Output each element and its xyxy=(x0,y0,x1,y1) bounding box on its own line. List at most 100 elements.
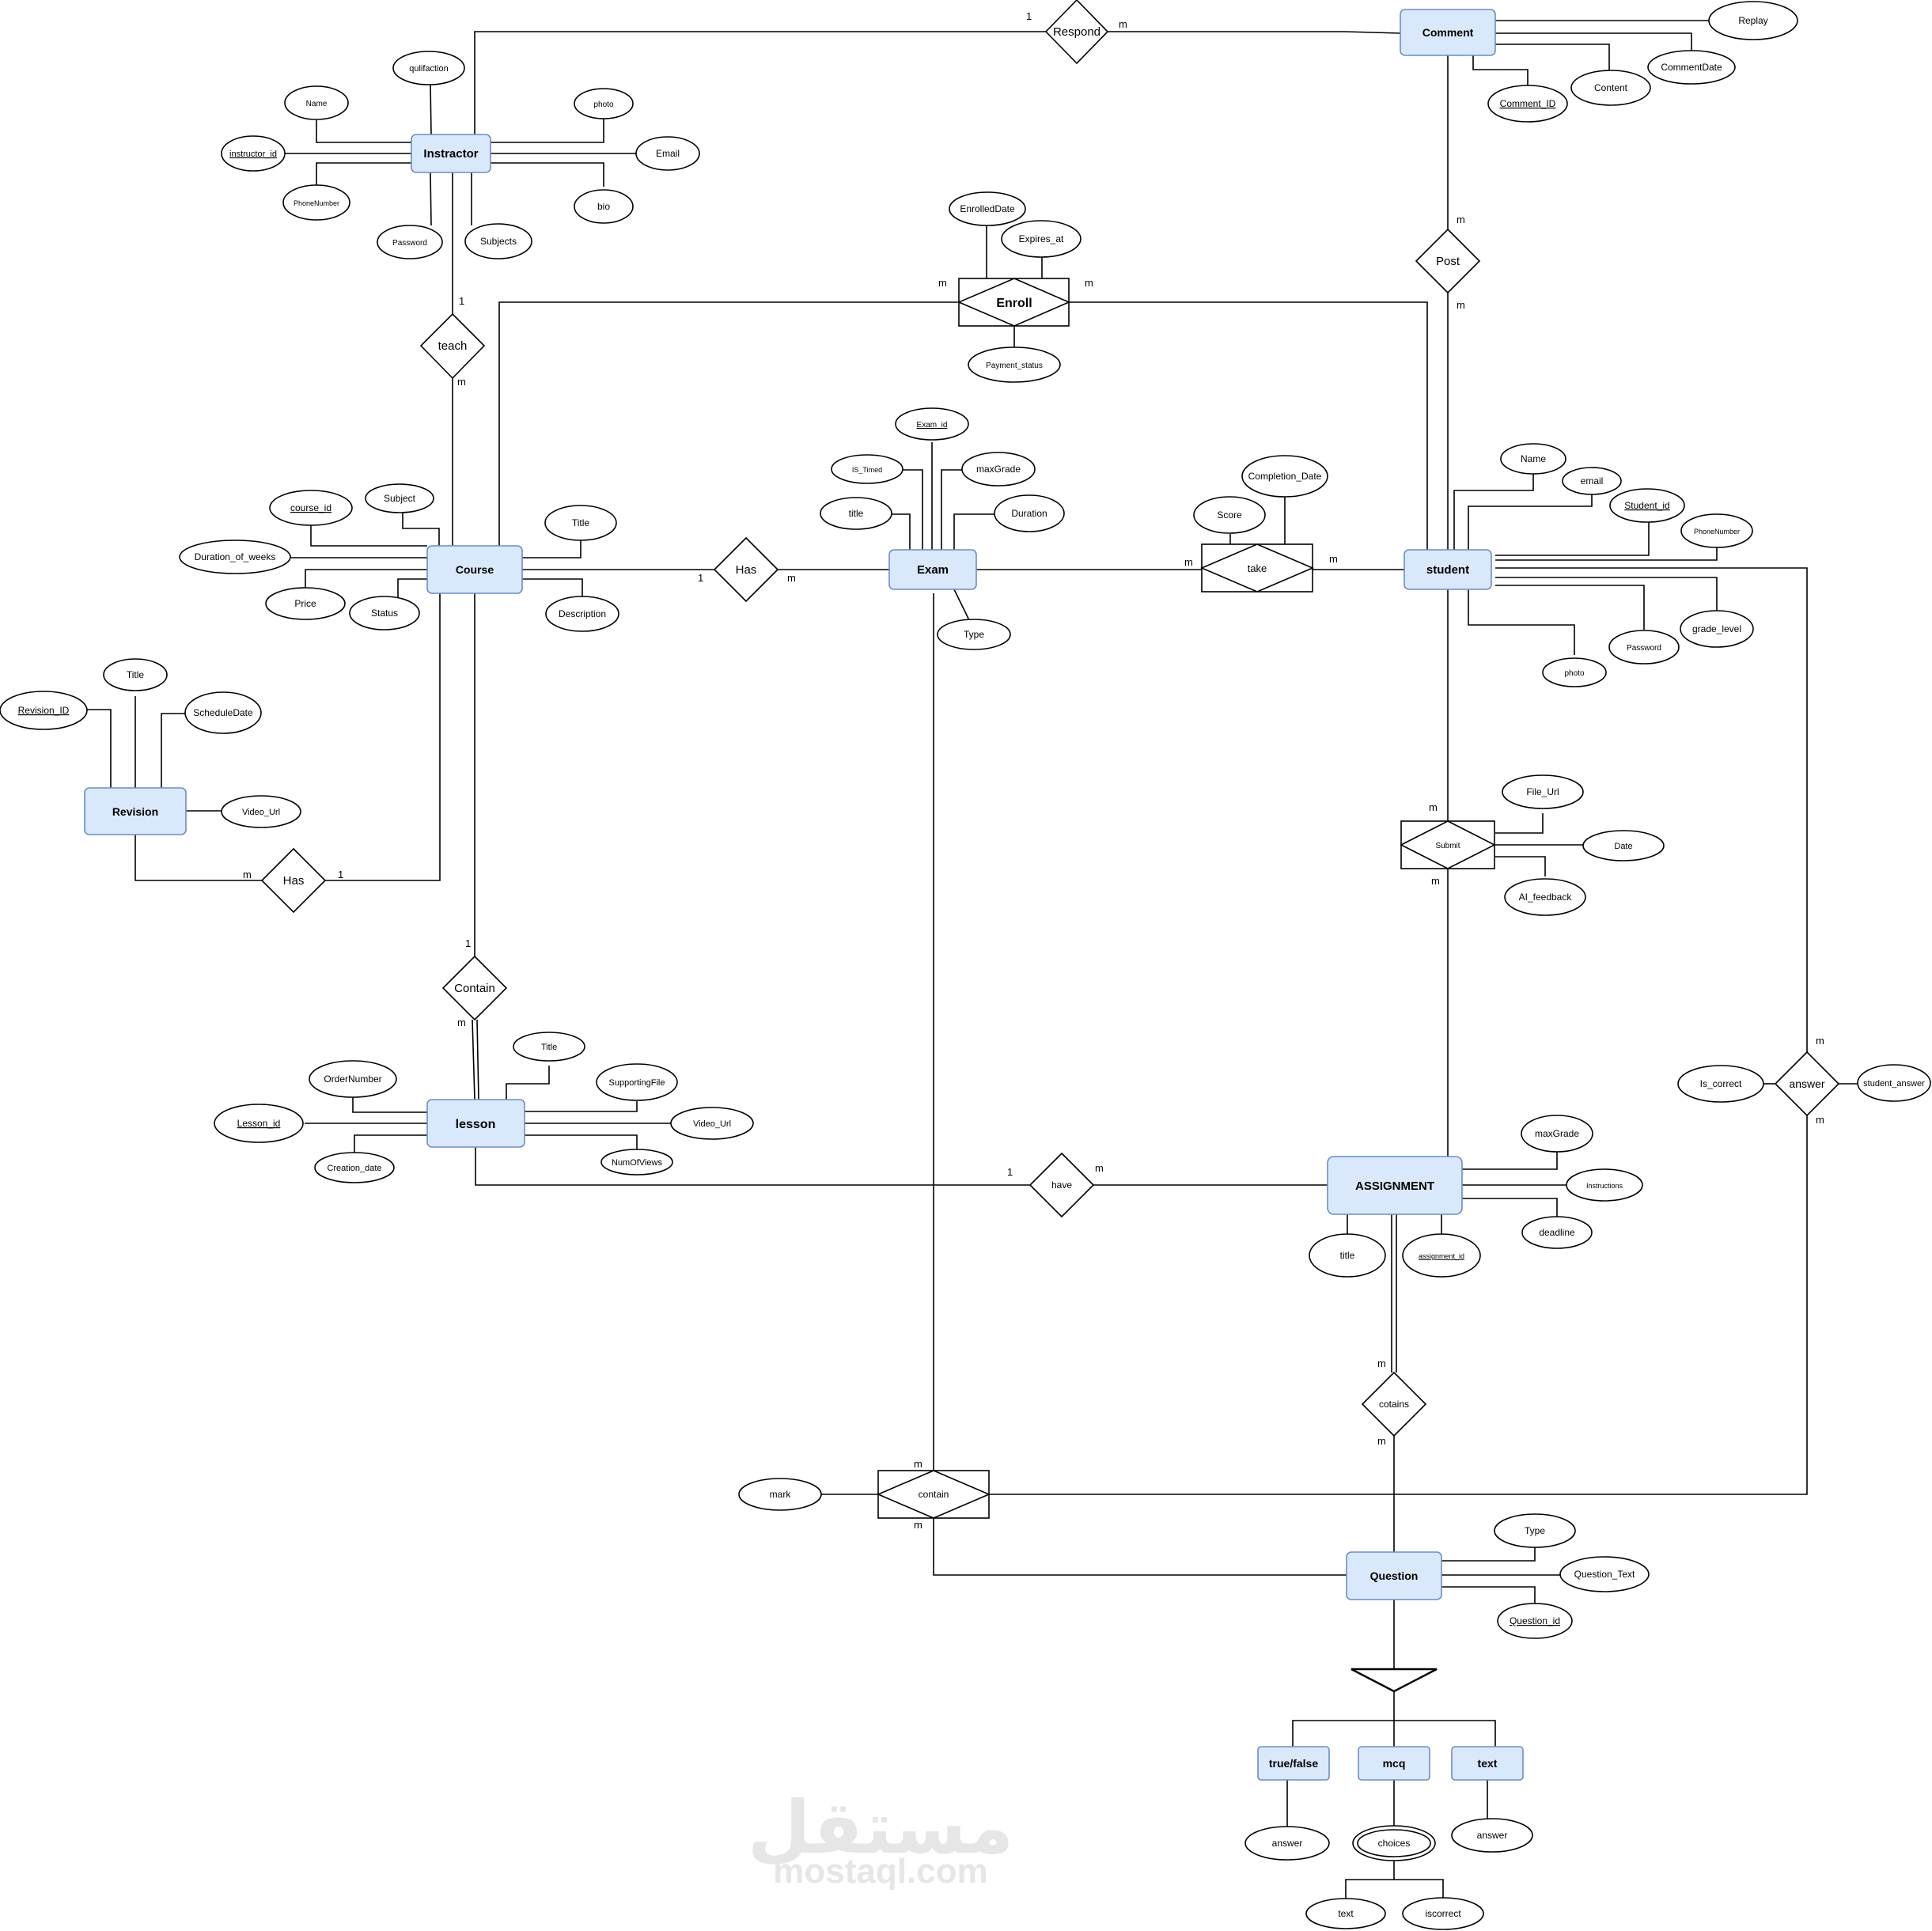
isa-triangle xyxy=(1351,1668,1438,1693)
entity-lesson[interactable]: lesson xyxy=(426,1099,525,1148)
entity-question[interactable]: Question xyxy=(1346,1551,1442,1600)
entity-truefalse[interactable]: true/false xyxy=(1257,1746,1330,1781)
attr-course-title: Title xyxy=(544,505,617,541)
svg-text:student_answer: student_answer xyxy=(1863,1079,1925,1089)
svg-text:Expires_at: Expires_at xyxy=(1019,233,1064,244)
card-enroll-course: m xyxy=(938,277,947,289)
attr-comment-id: Comment_ID xyxy=(1487,85,1568,123)
watermark-latin: mostaql.com xyxy=(773,1852,987,1891)
relationship-respond: Respond xyxy=(1044,0,1109,65)
card-respond-comment: m xyxy=(1119,18,1127,30)
attr-instructor-bio: bio xyxy=(574,189,634,224)
card-has-course: 1 xyxy=(698,572,703,584)
svg-text:CommentDate: CommentDate xyxy=(1661,62,1722,73)
svg-text:Revision_ID: Revision_ID xyxy=(18,705,70,716)
attr-lesson-supporting-file: SupportingFile xyxy=(596,1063,678,1101)
svg-text:Instractor: Instractor xyxy=(423,147,478,161)
attr-mcq-choices: choices xyxy=(1352,1825,1436,1861)
svg-text:contain: contain xyxy=(919,1489,949,1500)
svg-text:Type: Type xyxy=(1525,1525,1545,1536)
entity-course[interactable]: Course xyxy=(426,545,523,594)
svg-text:SupportingFile: SupportingFile xyxy=(609,1078,665,1088)
card-submit-assignment: m xyxy=(1431,875,1440,887)
svg-text:text: text xyxy=(1338,1908,1354,1919)
relationship-has-revision: Has xyxy=(260,847,327,914)
card-post-comment: m xyxy=(1457,214,1465,225)
svg-text:qulifaction: qulifaction xyxy=(409,64,449,74)
relationship-enroll: Enroll xyxy=(957,278,1071,327)
svg-text:answer: answer xyxy=(1272,1838,1303,1849)
svg-text:Price: Price xyxy=(294,598,316,609)
attr-question-text: Question_Text xyxy=(1559,1556,1650,1592)
svg-text:photo: photo xyxy=(1564,669,1584,678)
svg-text:title: title xyxy=(849,508,864,519)
svg-text:Lesson_id: Lesson_id xyxy=(237,1118,281,1129)
svg-text:PhoneNumber: PhoneNumber xyxy=(1694,528,1740,536)
attr-course-status: Status xyxy=(349,596,420,630)
attr-instructor-phone: PhoneNumber xyxy=(282,184,350,221)
attr-instructor-password: Password xyxy=(377,225,443,259)
svg-text:ASSIGNMENT: ASSIGNMENT xyxy=(1355,1179,1434,1193)
entity-revision[interactable]: Revision xyxy=(84,787,187,835)
svg-text:PhoneNumber: PhoneNumber xyxy=(294,199,339,207)
entity-instructor[interactable]: Instractor xyxy=(411,134,491,173)
attr-student-phone: PhoneNumber xyxy=(1680,513,1753,548)
entity-text[interactable]: text xyxy=(1451,1746,1524,1781)
svg-text:true/false: true/false xyxy=(1269,1757,1318,1770)
attr-revision-id: Revision_ID xyxy=(0,691,88,730)
svg-text:Status: Status xyxy=(371,608,398,619)
svg-text:deadline: deadline xyxy=(1539,1227,1575,1238)
attr-take-completion-date: Completion_Date xyxy=(1241,455,1328,498)
svg-text:Contain: Contain xyxy=(454,982,495,995)
svg-text:Duration: Duration xyxy=(1011,508,1047,519)
attr-assignment-instructions: Instructions xyxy=(1566,1168,1643,1202)
svg-text:Comment_ID: Comment_ID xyxy=(1500,98,1556,109)
attr-comment-replay: Replay xyxy=(1708,1,1798,40)
attr-submit-date: Date xyxy=(1582,830,1665,861)
svg-text:text: text xyxy=(1478,1757,1498,1770)
attr-exam-duration: Duration xyxy=(994,494,1065,532)
svg-text:Respond: Respond xyxy=(1053,25,1100,39)
card-post-student: m xyxy=(1457,299,1465,311)
relationship-post: Post xyxy=(1415,228,1481,294)
attr-instructor-name: Name xyxy=(284,85,349,120)
watermark: مستقل mostaql.com xyxy=(748,1785,1013,1891)
relationship-has-course-exam: Has xyxy=(713,536,779,603)
attr-course-duration: Duration_of_weeks xyxy=(179,540,291,574)
svg-text:Name: Name xyxy=(306,100,328,108)
svg-text:Name: Name xyxy=(1521,453,1546,464)
attr-instructor-qualification: qulifaction xyxy=(392,51,465,85)
svg-text:choices: choices xyxy=(1378,1838,1411,1849)
attr-revision-video-url: Video_Url xyxy=(221,795,301,828)
svg-text:Creation_date: Creation_date xyxy=(327,1164,381,1173)
attr-enroll-enrolled-date: EnrolledDate xyxy=(949,191,1026,226)
card-has-course-rev: 1 xyxy=(338,869,343,880)
attr-submit-ai-feedback: AI_feedback xyxy=(1504,878,1586,916)
svg-text:bio: bio xyxy=(597,201,610,212)
svg-text:Duration_of_weeks: Duration_of_weeks xyxy=(195,551,276,562)
entity-student[interactable]: student xyxy=(1404,549,1492,590)
svg-text:Description: Description xyxy=(559,608,606,619)
svg-text:grade_level: grade_level xyxy=(1692,623,1741,634)
attr-course-subject: Subject xyxy=(365,483,434,513)
entity-comment[interactable]: Comment xyxy=(1400,9,1496,56)
svg-text:assignment_id: assignment_id xyxy=(1419,1252,1464,1260)
attr-student-grade-level: grade_level xyxy=(1680,610,1754,648)
svg-text:mark: mark xyxy=(770,1489,792,1500)
cardinality-labels: 1 m m m 1 m m m 1 m m m m m m 1 1 m 1 m … xyxy=(243,10,1824,1531)
svg-text:Exam_id: Exam_id xyxy=(917,421,948,430)
card-submit-student: m xyxy=(1429,801,1438,813)
entity-mcq[interactable]: mcq xyxy=(1358,1746,1430,1781)
card-have-lesson: 1 xyxy=(1007,1166,1013,1178)
relationship-have: have xyxy=(1029,1152,1095,1218)
attr-instructor-photo: photo xyxy=(574,88,634,119)
entity-assignment[interactable]: ASSIGNMENT xyxy=(1327,1156,1463,1215)
svg-text:lesson: lesson xyxy=(456,1118,496,1131)
entity-exam[interactable]: Exam xyxy=(888,549,977,590)
attr-student-email: email xyxy=(1562,467,1622,495)
svg-text:email: email xyxy=(1581,475,1604,487)
svg-text:Type: Type xyxy=(964,629,984,640)
svg-text:Title: Title xyxy=(127,669,145,680)
svg-text:Replay: Replay xyxy=(1738,15,1767,26)
